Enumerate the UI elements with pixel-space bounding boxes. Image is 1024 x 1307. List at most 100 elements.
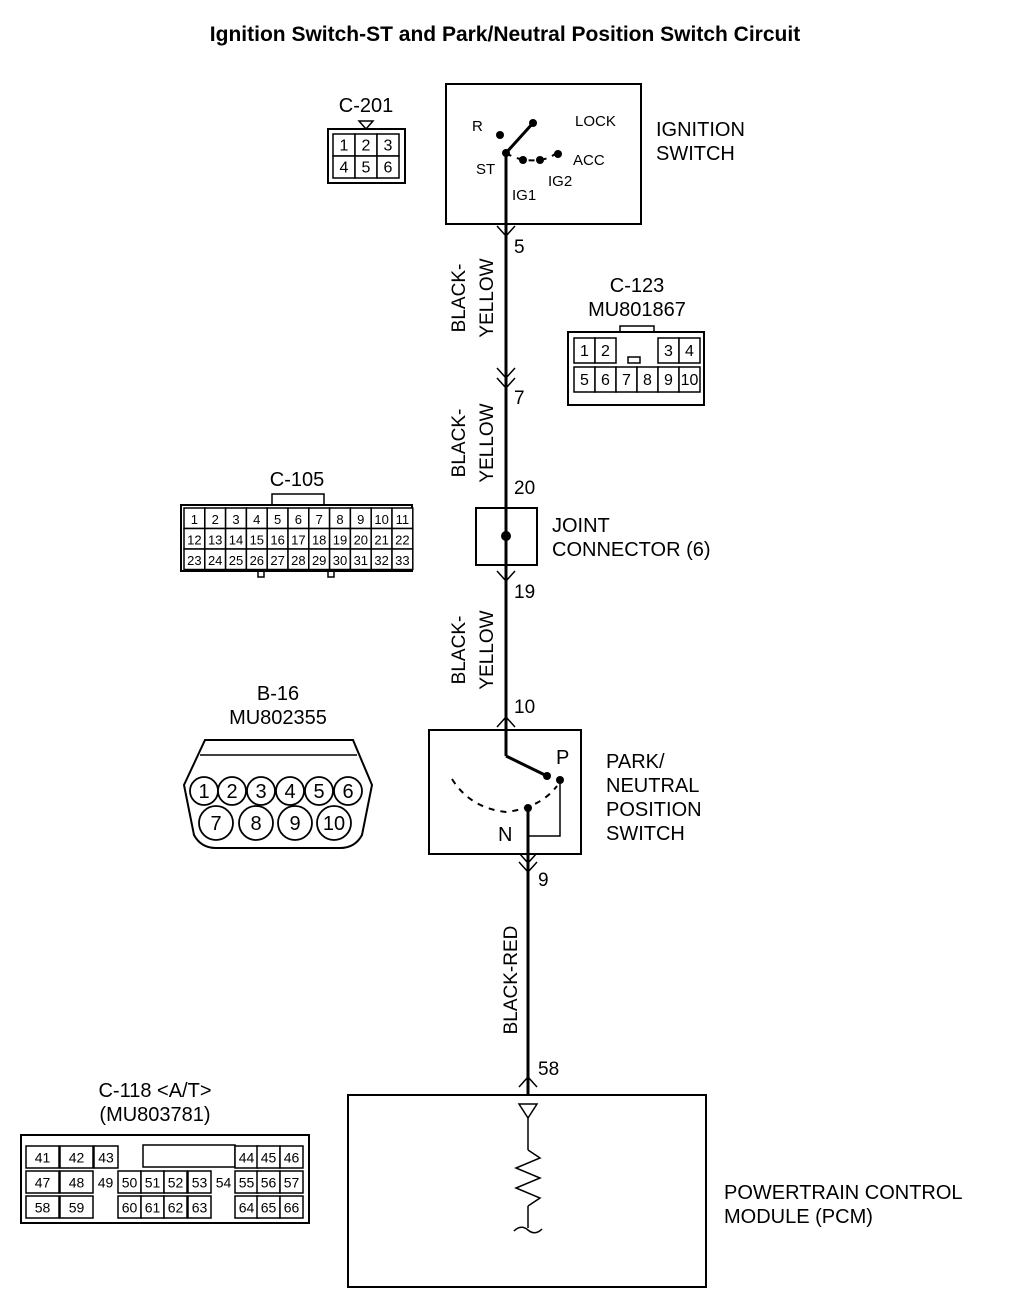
c105-pin-15: 15: [250, 532, 264, 547]
c201-pin-3: 3: [384, 138, 393, 155]
b16-pin-4-socket: [275, 776, 305, 806]
svg-text:BLACK-: BLACK-: [449, 616, 470, 685]
ignition-switch: R LOCK ST ACC IG1 IG2 IGNITION SWITCH: [445, 83, 745, 225]
c105-pin-27: 27: [270, 553, 284, 568]
c118-pin-54: 54: [216, 1175, 232, 1191]
label-st: ST: [476, 161, 495, 178]
pn-switch-label-3: POSITION: [606, 799, 702, 821]
c105-pin-33-cell: [391, 548, 414, 571]
c201-pin-2: 2: [362, 138, 371, 155]
c105-pin-2: 2: [212, 512, 219, 527]
b16-pin-3: 3: [255, 781, 266, 803]
c105-pin-26: 26: [250, 553, 264, 568]
c105-pin-12: 12: [187, 532, 201, 547]
svg-text:BLACK-: BLACK-: [449, 409, 470, 478]
pin-5-label: 5: [514, 237, 525, 258]
chevron-pin9-upper: [518, 852, 538, 865]
pn-switch-label-2: NEUTRAL: [606, 775, 699, 797]
c123-pin-3: 3: [664, 343, 673, 360]
chevron-pin19: [496, 570, 516, 583]
pcm-label-1: POWERTRAIN CONTROL: [724, 1182, 963, 1204]
c105-pin-22: 22: [395, 532, 409, 547]
b16-pin-8-socket: [238, 805, 274, 841]
c118-pin-42: 42: [69, 1150, 85, 1166]
c118-pin-57-cell: [279, 1170, 304, 1194]
diagram-title: Ignition Switch-ST and Park/Neutral Posi…: [210, 23, 800, 46]
c105-pin-16: 16: [270, 532, 284, 547]
c105-pin-10: 10: [374, 512, 388, 527]
c123-pin-4: 4: [685, 343, 694, 360]
joint-connector-node: [501, 531, 511, 541]
label-r: R: [472, 118, 483, 135]
b16-pin-10: 10: [323, 813, 345, 835]
wire-color-3: BLACK- YELLOW: [449, 610, 498, 689]
c118-pin-48-cell: [59, 1170, 94, 1194]
c105-pin-29: 29: [312, 553, 326, 568]
c118-pin-52: 52: [168, 1175, 184, 1191]
b16-pin-5: 5: [313, 781, 324, 803]
c123-pin-9: 9: [664, 372, 673, 389]
c118-pin-59-cell: [59, 1195, 94, 1219]
c105-pin-7: 7: [316, 512, 323, 527]
resistor-icon: [514, 1149, 542, 1207]
b16-pin-6: 6: [342, 781, 353, 803]
chevron-pin5: [496, 225, 516, 238]
wire-color-1: BLACK- YELLOW: [449, 258, 498, 337]
c118-pin-44: 44: [239, 1150, 255, 1166]
pn-switch-label-1: PARK/: [606, 751, 665, 773]
pn-switch-travel: [451, 778, 558, 814]
c118-part: (MU803781): [99, 1104, 210, 1126]
c118-pin-42-cell: [59, 1145, 94, 1169]
c201-pin-6: 6: [384, 160, 393, 177]
b16-name: B-16: [257, 683, 299, 705]
c105-pin-24: 24: [208, 553, 222, 568]
c118-pin-65: 65: [261, 1200, 277, 1216]
ignition-switch-label-2: SWITCH: [656, 143, 735, 165]
pin-19-label: 19: [514, 582, 535, 603]
c118-pin-55: 55: [239, 1175, 255, 1191]
joint-connector: JOINT CONNECTOR (6): [475, 507, 711, 566]
c105-pin-32: 32: [374, 553, 388, 568]
ignition-switch-travel: [505, 149, 561, 162]
b16-pin-9: 9: [289, 813, 300, 835]
svg-text:YELLOW: YELLOW: [477, 403, 498, 482]
c118-pin-41: 41: [35, 1150, 51, 1166]
c201-pin-6-cell: [376, 155, 400, 179]
svg-text:BLACK-RED: BLACK-RED: [501, 926, 522, 1035]
pin-58-label: 58: [538, 1059, 559, 1080]
c201-pin-4: 4: [340, 160, 349, 177]
c123-pin-10-cell: [678, 366, 701, 393]
c105-pin-14: 14: [229, 532, 243, 547]
c118-pin-63: 63: [192, 1200, 208, 1216]
ignition-switch-arm: [504, 121, 535, 155]
c105-pin-13: 13: [208, 532, 222, 547]
c105-pin-1: 1: [191, 512, 198, 527]
b16-pin-4: 4: [284, 781, 295, 803]
c118-pin-48: 48: [69, 1175, 85, 1191]
c123-pin-10: 10: [681, 372, 699, 389]
b16-pin-6-socket: [333, 776, 363, 806]
c118-pin-41-cell: [25, 1145, 60, 1169]
svg-text:YELLOW: YELLOW: [477, 610, 498, 689]
b16-pin-2-socket: [217, 776, 247, 806]
pin-20-label: 20: [514, 478, 535, 499]
c118-pin-51: 51: [145, 1175, 161, 1191]
c118-pin-57: 57: [284, 1175, 300, 1191]
b16-pin-9-socket: [277, 805, 313, 841]
c201-key-icon: [357, 120, 375, 131]
c123-pin-4-cell: [678, 337, 701, 364]
pn-switch-label-4: SWITCH: [606, 823, 685, 845]
c105-pin-9: 9: [357, 512, 364, 527]
c105-pin-8: 8: [336, 512, 343, 527]
label-ig2: IG2: [548, 173, 572, 190]
c118-pin-47-cell: [25, 1170, 60, 1194]
chevron-pin7-lower: [496, 377, 516, 390]
c105-pin-3: 3: [232, 512, 239, 527]
svg-text:BLACK-: BLACK-: [449, 264, 470, 333]
label-p: P: [556, 747, 569, 769]
pin-9-label: 9: [538, 870, 549, 891]
